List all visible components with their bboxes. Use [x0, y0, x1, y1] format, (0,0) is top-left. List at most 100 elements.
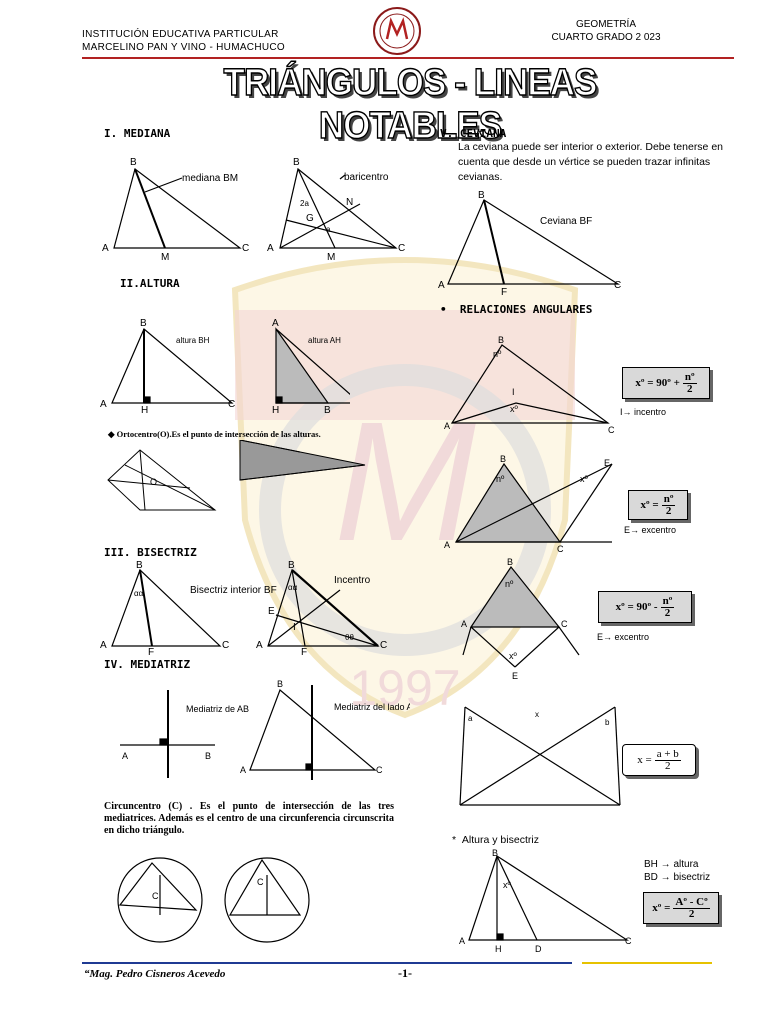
- label-mediatriz-ac: Mediatriz del lado AC: [334, 702, 410, 712]
- svg-text:nº: nº: [493, 349, 502, 359]
- svg-text:H: H: [495, 944, 502, 953]
- grade: CUARTO GRADO 2 023: [551, 32, 661, 43]
- legend-altura-bisectriz: BH → altura BD → bisectriz: [644, 858, 710, 884]
- svg-text:C: C: [614, 280, 621, 291]
- svg-text:C: C: [380, 640, 387, 651]
- svg-text:b: b: [605, 718, 610, 727]
- svg-text:B: B: [492, 848, 498, 858]
- svg-text:A: A: [122, 751, 128, 761]
- svg-text:C: C: [152, 891, 159, 901]
- svg-text:A: A: [461, 619, 467, 629]
- svg-text:B: B: [205, 751, 211, 761]
- label-mediana-bm: mediana BM: [182, 173, 238, 184]
- svg-text:A: A: [438, 280, 445, 291]
- svg-text:B: B: [130, 157, 137, 168]
- header-divider: [82, 57, 734, 59]
- school-line2: MARCELINO PAN Y VINO - HUMACHUCO: [82, 42, 285, 53]
- svg-text:A: A: [256, 640, 263, 651]
- ortocentro-def: Ortocentro(O).Es el punto de intersecció…: [116, 429, 321, 439]
- svg-text:D: D: [535, 944, 542, 953]
- label-bisectriz-interior: Bisectriz interior BF: [190, 585, 277, 596]
- svg-text:A: A: [459, 936, 465, 946]
- course-info: GEOMETRÍA CUARTO GRADO 2 023: [546, 18, 666, 44]
- svg-text:C: C: [242, 243, 249, 254]
- section-mediana: I. MEDIANA: [104, 127, 171, 140]
- altura-bisectriz-title: * Altura y bisectriz: [452, 834, 539, 846]
- relacion-1-figure: B A Cxº Inº: [444, 335, 615, 435]
- relaciones-title: RELACIONES ANGULARES: [459, 303, 593, 316]
- label-bh-altura: BH → altura: [644, 859, 699, 870]
- svg-text:B: B: [324, 405, 331, 415]
- footer-line-blue: [82, 962, 572, 964]
- svg-text:H: H: [272, 405, 279, 415]
- svg-text:I: I: [512, 387, 515, 397]
- svg-text:xº: xº: [510, 404, 519, 414]
- svg-text:E: E: [268, 606, 275, 617]
- section-relaciones: • RELACIONES ANGULARES: [440, 303, 593, 316]
- section-ceviana: V. CEVIANA: [440, 127, 507, 140]
- label-e-excentro-2: E→ excentro: [597, 632, 650, 642]
- school-line1: INSTITUCIÓN EDUCATIVA PARTICULAR: [82, 29, 279, 40]
- school-name: INSTITUCIÓN EDUCATIVA PARTICULAR MARCELI…: [82, 28, 285, 54]
- svg-text:C: C: [398, 243, 405, 254]
- svg-text:a: a: [326, 225, 331, 234]
- svg-text:C: C: [257, 877, 264, 887]
- altura-bisectriz-figure: B A C H Dxº: [459, 848, 632, 953]
- svg-text:F: F: [501, 287, 507, 296]
- svg-text:F: F: [148, 647, 154, 655]
- svg-text:B: B: [140, 318, 147, 329]
- svg-text:B: B: [277, 680, 283, 689]
- svg-text:xº: xº: [503, 880, 512, 890]
- svg-text:A: A: [100, 640, 107, 651]
- svg-text:B: B: [498, 335, 504, 345]
- svg-text:αα: αα: [288, 583, 298, 592]
- page-title: TRIÁNGULOS - LINEAS NOTABLES: [223, 61, 598, 147]
- ceviana-figure: B A C F Ceviana BF: [438, 190, 621, 296]
- svg-text:B: B: [478, 190, 485, 201]
- svg-text:xº: xº: [509, 651, 518, 661]
- svg-text:B: B: [500, 454, 506, 464]
- svg-text:A: A: [102, 243, 109, 254]
- svg-text:αα: αα: [134, 589, 144, 598]
- svg-text:M: M: [161, 252, 169, 263]
- school-logo: [373, 7, 421, 55]
- page-number: -1-: [398, 966, 412, 980]
- svg-text:B: B: [507, 557, 513, 567]
- label-incentro: Incentro: [334, 575, 371, 586]
- svg-text:E: E: [604, 458, 610, 468]
- ceviana-text: La ceviana puede ser interior o exterior…: [458, 141, 723, 183]
- altura-bisectriz-label: Altura y bisectriz: [461, 834, 539, 846]
- svg-text:G: G: [306, 213, 314, 224]
- svg-text:M: M: [327, 252, 335, 263]
- svg-text:A: A: [272, 318, 279, 329]
- section-bisectriz: III. BISECTRIZ: [104, 546, 197, 559]
- label-baricentro: baricentro: [344, 172, 389, 183]
- svg-text:2a: 2a: [300, 199, 309, 208]
- label-ceviana-bf: Ceviana BF: [540, 216, 592, 227]
- footer-author: “Mag. Pedro Cisneros Acevedo: [84, 968, 226, 980]
- svg-text:C: C: [608, 425, 615, 435]
- circuncentro-text: Circuncentro (C) . Es el punto de inters…: [104, 801, 394, 836]
- svg-text:C: C: [557, 544, 564, 554]
- ortocentro-figures: O: [107, 440, 366, 511]
- section-mediatriz: IV. MEDIATRIZ: [104, 658, 191, 671]
- svg-text:F: F: [301, 647, 307, 655]
- svg-text:C: C: [625, 936, 632, 946]
- svg-text:A: A: [100, 399, 107, 410]
- label-bd-bisectriz: BD → bisectriz: [644, 872, 711, 883]
- svg-text:A: A: [444, 421, 450, 431]
- circuncentro-figures: C C: [117, 857, 310, 943]
- svg-text:I: I: [293, 622, 296, 633]
- svg-text:E: E: [512, 671, 518, 681]
- svg-text:a: a: [468, 714, 473, 723]
